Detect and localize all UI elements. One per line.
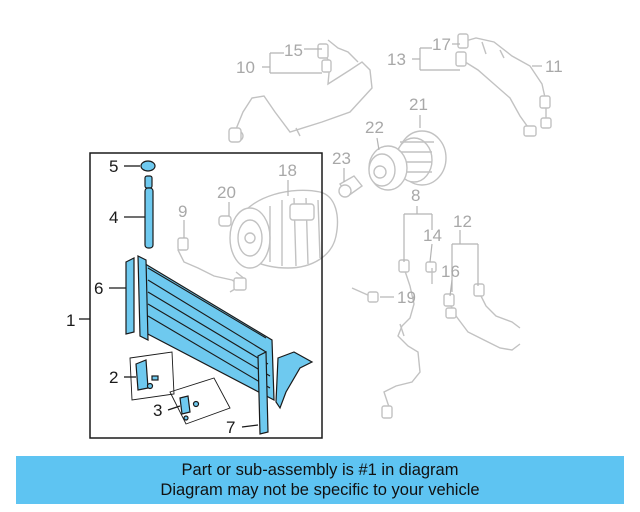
callout-23: 23 xyxy=(332,149,351,168)
callout-8: 8 xyxy=(411,186,420,205)
bolt-19 xyxy=(351,287,379,303)
callout-17: 17 xyxy=(432,35,451,54)
callout-2: 2 xyxy=(109,368,118,387)
callout-15: 15 xyxy=(284,41,303,60)
condenser-left-tank xyxy=(137,255,149,341)
dryer-4 xyxy=(144,187,154,249)
leader-lines xyxy=(79,43,542,428)
callout-20: 20 xyxy=(217,183,236,202)
callout-18: 18 xyxy=(278,161,297,180)
callout-21: 21 xyxy=(409,95,428,114)
callout-22: 22 xyxy=(365,118,384,137)
callout-14: 14 xyxy=(423,226,442,245)
condenser-hose xyxy=(275,351,314,410)
callout-16: 16 xyxy=(441,262,460,281)
fitting-20 xyxy=(218,215,232,227)
notice-banner: Part or sub-assembly is #1 in diagram Di… xyxy=(16,456,624,504)
callout-13: 13 xyxy=(387,50,406,69)
ac-line-right xyxy=(455,33,552,137)
notice-line-2: Diagram may not be specific to your vehi… xyxy=(160,481,480,499)
bracket-3-box xyxy=(169,377,231,425)
callout-11: 11 xyxy=(545,57,563,76)
condenser-assembly xyxy=(125,160,314,435)
hose-9 xyxy=(177,237,247,291)
dryer-plug xyxy=(144,175,153,189)
assembly-frame xyxy=(89,152,323,439)
notice-line-1: Part or sub-assembly is #1 in diagram xyxy=(181,461,459,479)
seal-6 xyxy=(125,257,135,335)
bracket-2 xyxy=(135,359,149,391)
callout-1: 1 xyxy=(66,311,75,330)
compressor xyxy=(229,189,339,293)
callout-9: 9 xyxy=(178,202,187,221)
callout-5: 5 xyxy=(109,157,118,176)
callout-7: 7 xyxy=(226,418,235,437)
callout-19: 19 xyxy=(397,288,416,307)
ac-line-8 xyxy=(381,259,437,419)
callout-6: 6 xyxy=(94,279,103,298)
ac-line-12 xyxy=(443,283,521,351)
callout-4: 4 xyxy=(109,208,118,227)
bracket-2-box xyxy=(129,351,175,401)
bracket-3 xyxy=(179,395,191,415)
ghost-components xyxy=(177,33,552,419)
compressor-clutch-parts xyxy=(338,130,447,198)
callout-3: 3 xyxy=(153,401,162,420)
parts-diagram: 1 2 3 4 5 6 7 8 9 10 11 12 13 14 15 16 1… xyxy=(66,33,563,439)
cap-5 xyxy=(140,160,156,172)
callout-12: 12 xyxy=(453,212,472,231)
seal-7 xyxy=(257,351,269,435)
callout-labels: 1 2 3 4 5 6 7 8 9 10 11 12 13 14 15 16 1… xyxy=(66,35,563,437)
callout-10: 10 xyxy=(236,58,255,77)
ac-line-left xyxy=(228,39,373,143)
